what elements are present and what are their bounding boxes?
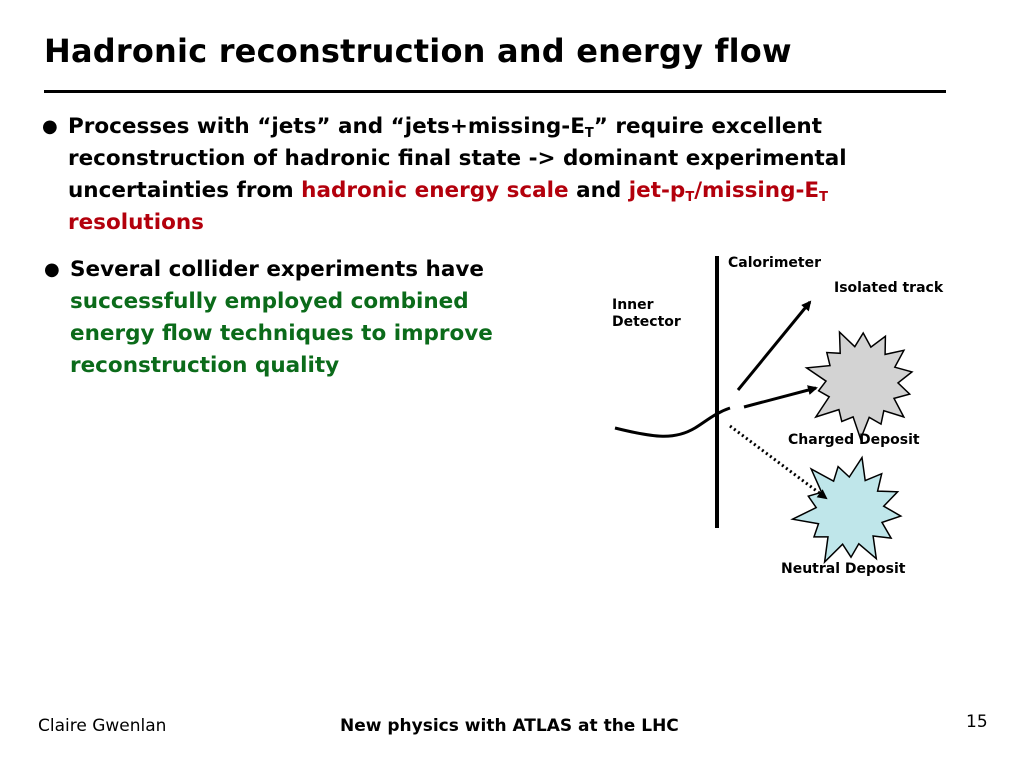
calorimeter-label: Calorimeter xyxy=(728,255,822,271)
neutral-deposit-star xyxy=(790,455,903,565)
bullet-2-line-2: successfully employed combined xyxy=(70,289,469,314)
bullet-dot-icon: ● xyxy=(44,259,60,280)
charged-deposit-label: Charged Deposit xyxy=(788,432,920,448)
bullet-1: ● Processes with “jets” and “jets+missin… xyxy=(42,111,938,239)
title-underline xyxy=(44,90,946,93)
isolated-track-label: Isolated track xyxy=(834,280,944,296)
bullet-1-line-2: reconstruction of hadronic final state -… xyxy=(68,146,847,171)
neutral-deposit-label: Neutral Deposit xyxy=(781,561,906,577)
slide-title: Hadronic reconstruction and energy flow xyxy=(44,32,792,70)
bullet-2: ● Several collider experiments have succ… xyxy=(44,254,540,382)
inner-detector-label-line-1: Inner xyxy=(612,297,654,313)
page-number: 15 xyxy=(966,712,988,732)
highlight-jet-pt: jet-pT/missing-ET xyxy=(628,178,828,205)
bullet-1-line-3: uncertainties from hadronic energy scale… xyxy=(68,178,828,205)
charged-deposit-star xyxy=(804,330,914,442)
neutral-dotted-arrow xyxy=(729,424,828,500)
bullet-dot-icon: ● xyxy=(42,116,58,137)
footer-talk-title: New physics with ATLAS at the LHC xyxy=(340,716,679,736)
footer-author: Claire Gwenlan xyxy=(38,716,167,736)
inner-detector-label-line-2: Detector xyxy=(612,314,681,330)
bullet-2-line-3: energy flow techniques to improve xyxy=(70,321,493,346)
isolated-track-arrow xyxy=(736,300,812,391)
bullet-1-line-1: Processes with “jets” and “jets+missing-… xyxy=(68,114,822,141)
bullet-2-line-4: reconstruction quality xyxy=(70,353,340,378)
diagram-graphic xyxy=(614,256,914,565)
bullet-1-line-4: resolutions xyxy=(68,210,204,235)
bullet-2-line-1: Several collider experiments have xyxy=(70,257,484,282)
energy-flow-diagram: Calorimeter Inner Detector Isolated trac… xyxy=(560,240,980,600)
charged-track-arrow xyxy=(743,385,818,409)
inner-detector-track xyxy=(614,406,731,438)
inner-detector-label: Inner Detector xyxy=(612,297,681,331)
highlight-hadronic-energy-scale: hadronic energy scale xyxy=(301,178,569,203)
